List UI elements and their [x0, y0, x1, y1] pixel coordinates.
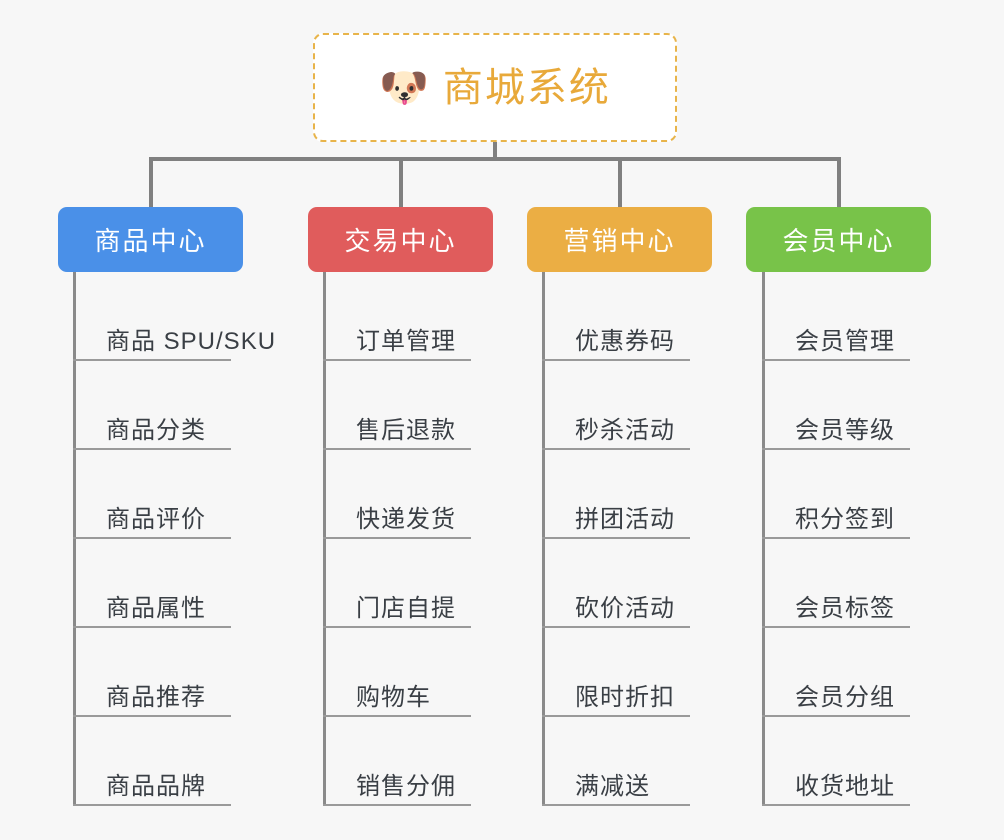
leaf-item-label: 会员等级 [795, 416, 895, 444]
leaf-item[interactable]: 商品分类 [73, 361, 231, 450]
leaf-item-label: 收货地址 [795, 772, 895, 800]
leaf-item[interactable]: 会员分组 [762, 628, 910, 717]
leaf-item-label: 商品 SPU/SKU [106, 327, 277, 355]
leaf-item[interactable]: 限时折扣 [542, 628, 690, 717]
category-header-label: 会员中心 [782, 226, 895, 256]
leaf-item[interactable]: 积分签到 [762, 450, 910, 539]
category-header-member-center[interactable]: 会员中心 [746, 207, 931, 272]
leaf-item[interactable]: 会员标签 [762, 539, 910, 628]
leaf-item-label: 砍价活动 [575, 594, 675, 622]
leaf-trunk-connector-product-center [73, 272, 76, 806]
root-stem-connector [493, 142, 497, 159]
leaf-item-label: 订单管理 [356, 327, 456, 355]
leaf-item-label: 会员标签 [795, 594, 895, 622]
leaf-item[interactable]: 订单管理 [323, 272, 471, 361]
category-header-trade-center[interactable]: 交易中心 [308, 207, 493, 272]
leaf-item[interactable]: 商品评价 [73, 450, 231, 539]
leaf-item-label: 优惠券码 [575, 327, 675, 355]
leaf-item-label: 商品评价 [106, 505, 206, 533]
branch-stem-connector-member-center [837, 157, 841, 208]
leaf-item[interactable]: 商品属性 [73, 539, 231, 628]
branch-stem-connector-marketing-center [618, 157, 622, 208]
leaf-item-label: 销售分佣 [356, 772, 456, 800]
leaf-item[interactable]: 优惠券码 [542, 272, 690, 361]
leaf-item[interactable]: 快递发货 [323, 450, 471, 539]
leaf-item[interactable]: 门店自提 [323, 539, 471, 628]
leaf-item[interactable]: 会员等级 [762, 361, 910, 450]
leaf-item-label: 拼团活动 [575, 505, 675, 533]
leaf-trunk-connector-member-center [762, 272, 765, 806]
leaf-trunk-connector-trade-center [323, 272, 326, 806]
category-header-label: 交易中心 [344, 226, 457, 256]
leaf-item-label: 秒杀活动 [575, 416, 675, 444]
leaf-item-label: 商品推荐 [106, 683, 206, 711]
leaf-item-label: 门店自提 [356, 594, 456, 622]
leaf-item[interactable]: 收货地址 [762, 717, 910, 806]
leaf-item[interactable]: 砍价活动 [542, 539, 690, 628]
leaf-item[interactable]: 商品品牌 [73, 717, 231, 806]
branch-stem-connector-product-center [149, 157, 153, 208]
leaf-column-marketing-center: 优惠券码秒杀活动拼团活动砍价活动限时折扣满减送 [542, 272, 710, 806]
leaf-item[interactable]: 会员管理 [762, 272, 910, 361]
horizontal-bus-connector [149, 157, 841, 161]
leaf-trunk-connector-marketing-center [542, 272, 545, 806]
leaf-item[interactable]: 商品 SPU/SKU [73, 272, 275, 361]
leaf-item-label: 积分签到 [795, 505, 895, 533]
leaf-item-label: 会员管理 [795, 327, 895, 355]
category-header-marketing-center[interactable]: 营销中心 [527, 207, 712, 272]
category-header-label: 商品中心 [94, 226, 207, 256]
leaf-item[interactable]: 销售分佣 [323, 717, 471, 806]
leaf-item[interactable]: 售后退款 [323, 361, 471, 450]
branch-stem-connector-trade-center [399, 157, 403, 208]
leaf-item-label: 会员分组 [795, 683, 895, 711]
leaf-item-label: 购物车 [356, 683, 431, 711]
leaf-item[interactable]: 秒杀活动 [542, 361, 690, 450]
leaf-item-label: 快递发货 [356, 505, 456, 533]
leaf-column-member-center: 会员管理会员等级积分签到会员标签会员分组收货地址 [762, 272, 930, 806]
leaf-item-label: 商品属性 [106, 594, 206, 622]
root-node[interactable]: 🐶 商城系统 [313, 33, 677, 142]
leaf-item[interactable]: 满减送 [542, 717, 690, 806]
leaf-item[interactable]: 商品推荐 [73, 628, 231, 717]
category-header-label: 营销中心 [563, 226, 676, 256]
leaf-item-label: 满减送 [575, 772, 650, 800]
shiba-dog-face-icon: 🐶 [379, 65, 429, 110]
leaf-item[interactable]: 拼团活动 [542, 450, 690, 539]
category-header-product-center[interactable]: 商品中心 [58, 207, 243, 272]
leaf-column-trade-center: 订单管理售后退款快递发货门店自提购物车销售分佣 [323, 272, 491, 806]
root-title: 商城系统 [442, 65, 611, 110]
leaf-item-label: 商品品牌 [106, 772, 206, 800]
leaf-item-label: 限时折扣 [575, 683, 675, 711]
leaf-item-label: 售后退款 [356, 416, 456, 444]
leaf-item-label: 商品分类 [106, 416, 206, 444]
leaf-item[interactable]: 购物车 [323, 628, 471, 717]
leaf-column-product-center: 商品 SPU/SKU 商品分类商品评价商品属性商品推荐商品品牌 [73, 272, 275, 806]
